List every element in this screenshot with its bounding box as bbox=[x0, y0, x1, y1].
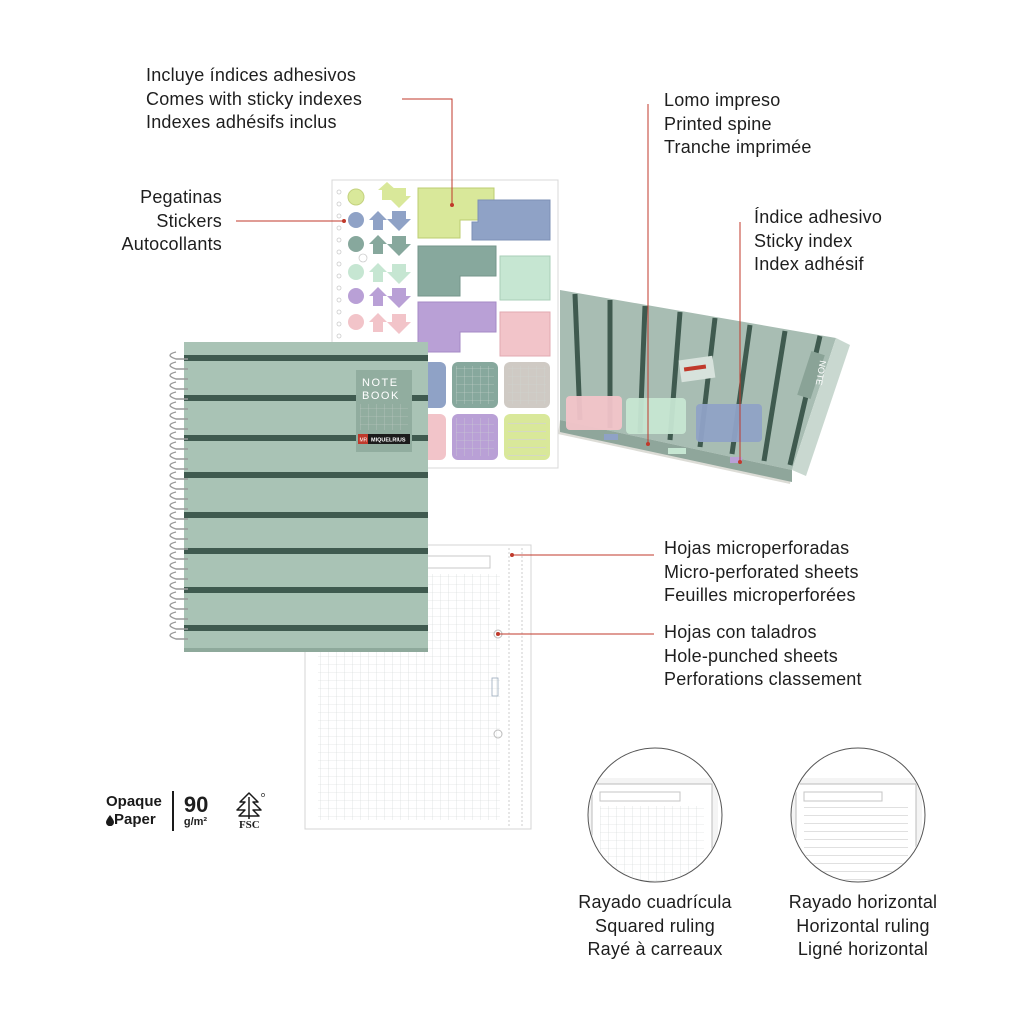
callout-line: Feuilles microperforées bbox=[664, 585, 856, 605]
brand-mark: MR bbox=[360, 438, 368, 444]
opaque-paper-badge: Opaque Paper bbox=[106, 793, 162, 829]
callout-line: Índice adhesivo bbox=[754, 207, 883, 227]
callout-line: Perforations classement bbox=[664, 669, 862, 689]
callout-line: Tranche imprimée bbox=[664, 137, 812, 157]
callout-line: Micro-perforated sheets bbox=[664, 561, 859, 582]
drop-icon bbox=[106, 814, 114, 826]
cover-title-1: NOTE bbox=[362, 377, 399, 389]
callout-hole-punched: Hojas con taladros Hole-punched sheets P… bbox=[664, 621, 862, 692]
callout-printed-spine: Lomo impreso Printed spine Tranche impri… bbox=[664, 89, 812, 160]
callout-line: Stickers bbox=[156, 210, 222, 231]
weight-badge: 90 g/m² bbox=[171, 791, 209, 831]
callout-stickers: Pegatinas Stickers Autocollants bbox=[60, 186, 222, 257]
callout-line: Index adhésif bbox=[754, 254, 864, 274]
callout-line: Indexes adhésifs inclus bbox=[146, 112, 337, 132]
ruling-squared-caption: Rayado cuadrícula Squared ruling Rayé à … bbox=[560, 891, 750, 962]
weight-unit: g/m² bbox=[183, 815, 208, 828]
weight-value: 90 bbox=[183, 791, 209, 817]
spine-label bbox=[797, 350, 825, 400]
fsc-text: FSC bbox=[238, 819, 260, 831]
cover-title-2: BOOK bbox=[362, 390, 400, 402]
callout-line: Hole-punched sheets bbox=[664, 645, 838, 666]
caption-line: Rayado cuadrícula bbox=[578, 892, 732, 912]
callout-sticky-indexes: Incluye índices adhesivos Comes with sti… bbox=[146, 64, 362, 135]
caption-line: Squared ruling bbox=[595, 915, 715, 936]
caption-line: Ligné horizontal bbox=[797, 939, 929, 959]
callout-line: Hojas con taladros bbox=[664, 622, 817, 642]
callout-line: Hojas microperforadas bbox=[664, 538, 850, 558]
caption-line: Rayé à carreaux bbox=[587, 939, 723, 959]
brand-name: MIQUELRIUS bbox=[371, 438, 406, 444]
spine-text: NOTE bbox=[814, 360, 828, 386]
fsc-badge: FSC bbox=[230, 791, 268, 831]
callout-line: Comes with sticky indexes bbox=[146, 88, 363, 109]
sticky-index-tab bbox=[604, 434, 618, 440]
callout-line: Sticky index bbox=[754, 230, 853, 251]
paper-badges: Opaque Paper 90 g/m² FSC bbox=[106, 790, 268, 832]
horizontal-ruling-sample bbox=[790, 747, 926, 883]
opaque-text: Opaque bbox=[106, 793, 162, 810]
notebook-3d: NOTE bbox=[558, 290, 850, 484]
fsc-tree-icon bbox=[236, 792, 266, 819]
callout-line: Lomo impreso bbox=[664, 90, 781, 110]
callout-line: Incluye índices adhesivos bbox=[146, 65, 357, 85]
caption-line: Rayado horizontal bbox=[788, 892, 938, 912]
sticker-sheet bbox=[331, 179, 559, 469]
callout-microperforated: Hojas microperforadas Micro-perforated s… bbox=[664, 537, 859, 608]
callout-line: Pegatinas bbox=[140, 187, 222, 207]
squared-ruling-sample bbox=[587, 747, 723, 883]
front-notebook: NOTE BOOK MR MIQUELRIUS bbox=[169, 342, 428, 652]
callout-line: Autocollants bbox=[121, 234, 222, 254]
ruling-horizontal-caption: Rayado horizontal Horizontal ruling Lign… bbox=[768, 891, 958, 962]
caption-line: Horizontal ruling bbox=[796, 915, 930, 936]
callout-line: Printed spine bbox=[664, 113, 772, 134]
paper-text: Paper bbox=[114, 811, 156, 828]
callout-sticky-index: Índice adhesivo Sticky index Index adhés… bbox=[754, 206, 882, 277]
callout-lines bbox=[236, 98, 741, 635]
